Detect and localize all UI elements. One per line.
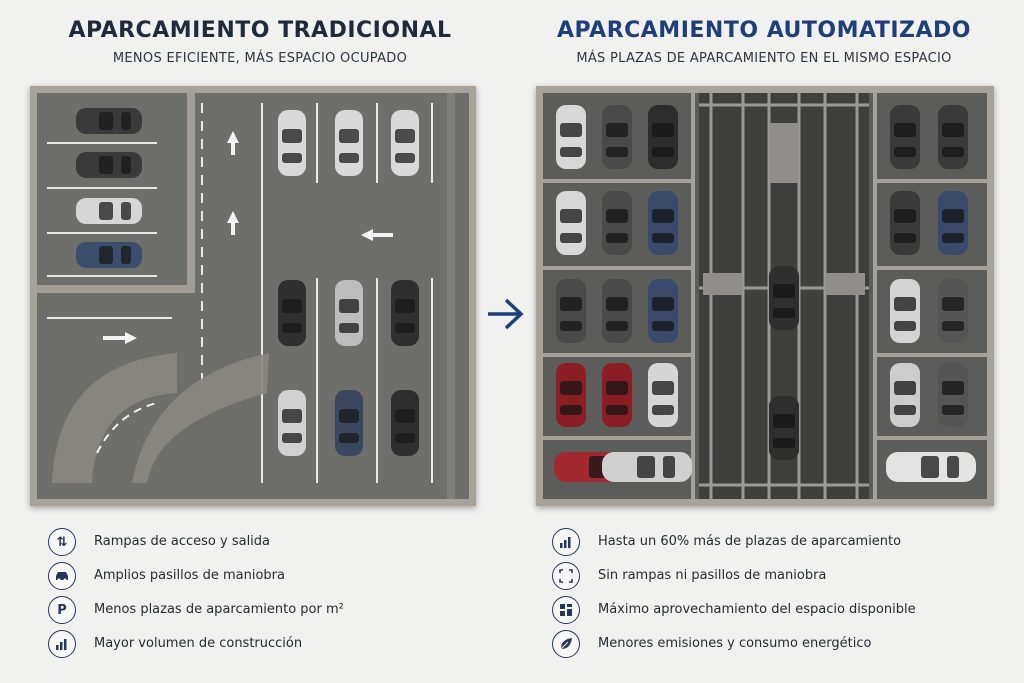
right-arrow-icon xyxy=(486,296,526,336)
traditional-parking-plan xyxy=(30,86,476,506)
automated-title: APARCAMIENTO AUTOMATIZADO xyxy=(557,18,971,43)
traditional-subtitle: MENOS EFICIENTE, MÁS ESPACIO OCUPADO xyxy=(112,51,408,66)
grid-blocks-icon xyxy=(552,596,580,624)
feature-text: Máximo aprovechamiento del espacio dispo… xyxy=(598,602,916,617)
feature-item: Menores emisiones y consumo energético xyxy=(552,630,972,660)
feature-item: ⇅ Rampas de acceso y salida xyxy=(48,528,468,558)
up-down-arrows-icon: ⇅ xyxy=(48,528,76,556)
feature-text: Menos plazas de aparcamiento por m² xyxy=(94,602,344,617)
traditional-title: APARCAMIENTO TRADICIONAL xyxy=(68,18,452,43)
feature-item: Amplios pasillos de maniobra xyxy=(48,562,468,592)
bar-chart-icon xyxy=(48,630,76,658)
parking-p-icon: P xyxy=(48,596,76,624)
feature-item: Sin rampas ni pasillos de maniobra xyxy=(552,562,972,592)
feature-text: Rampas de acceso y salida xyxy=(94,534,271,549)
feature-item: Máximo aprovechamiento del espacio dispo… xyxy=(552,596,972,626)
bar-chart-icon xyxy=(552,528,580,556)
feature-text: Sin rampas ni pasillos de maniobra xyxy=(598,568,827,583)
feature-text: Mayor volumen de construcción xyxy=(94,636,303,651)
leaf-icon xyxy=(552,630,580,658)
feature-item: P Menos plazas de aparcamiento por m² xyxy=(48,596,468,626)
feature-item: Mayor volumen de construcción xyxy=(48,630,468,660)
frame-corners-icon xyxy=(552,562,580,590)
feature-text: Menores emisiones y consumo energético xyxy=(598,636,872,651)
feature-item: Hasta un 60% más de plazas de aparcamien… xyxy=(552,528,972,558)
automated-subtitle: MÁS PLAZAS DE APARCAMIENTO EN EL MISMO E… xyxy=(576,51,952,66)
feature-text: Hasta un 60% más de plazas de aparcamien… xyxy=(598,534,902,549)
car-icon xyxy=(48,562,76,590)
automated-parking-plan xyxy=(536,86,994,506)
feature-text: Amplios pasillos de maniobra xyxy=(94,568,285,583)
